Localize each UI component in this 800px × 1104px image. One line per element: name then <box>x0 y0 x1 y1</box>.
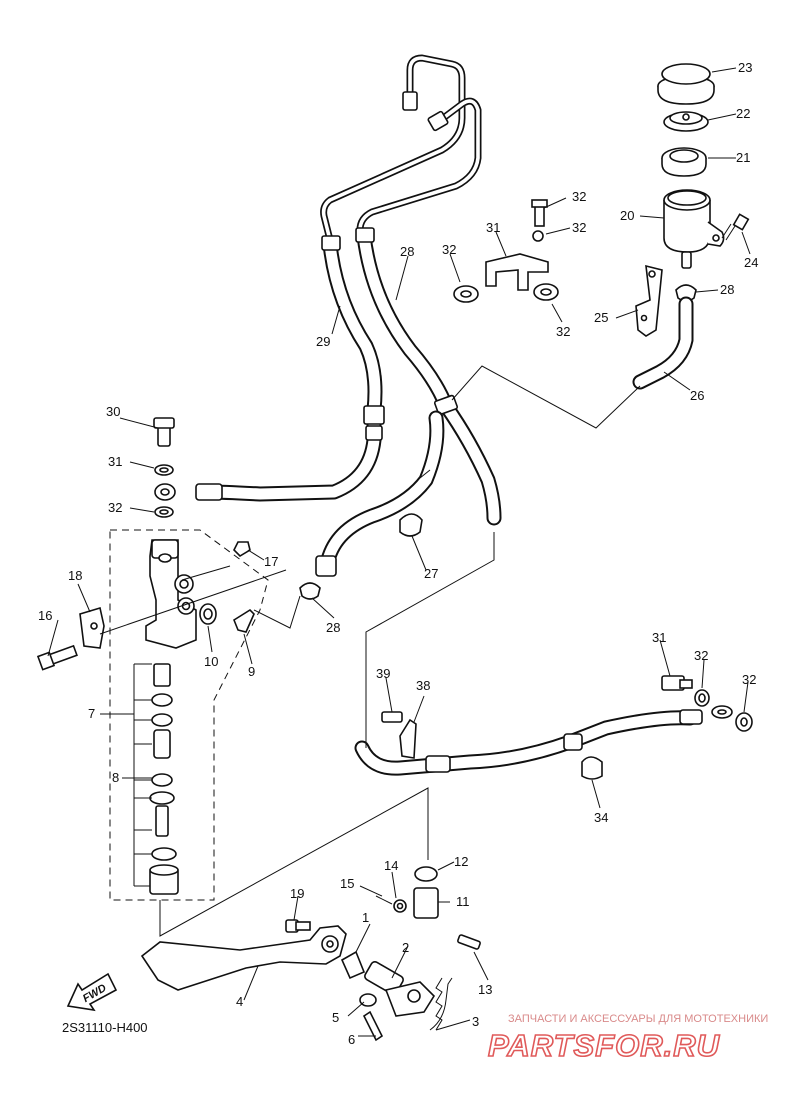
callout-24: 24 <box>744 255 758 270</box>
callout-8: 8 <box>112 770 119 785</box>
callout-31-top: 30 <box>106 404 120 419</box>
piston-kit-outline <box>109 529 269 901</box>
diaphragm-plate-22 <box>663 111 709 132</box>
callout-15: 15 <box>340 876 354 891</box>
kit-bracket-7 <box>106 663 152 887</box>
bolts-31-32-right <box>661 675 753 732</box>
callout-38: 38 <box>416 678 430 693</box>
fitting-9-10-17 <box>199 541 255 633</box>
callout-36: 32 <box>572 189 586 204</box>
bracket-38-bolt-39 <box>381 711 603 780</box>
callout-37-right: 32 <box>556 324 570 339</box>
callout-19: 19 <box>290 886 304 901</box>
reservoir-hose-27 <box>315 410 445 577</box>
callout-28-top: 28 <box>720 282 734 297</box>
callout-32-d: 32 <box>742 672 756 687</box>
clevis-11-pin-12-15 <box>375 866 481 950</box>
bolt-19 <box>285 919 311 933</box>
callout-11: 11 <box>456 894 470 909</box>
reservoir-hose-26 <box>632 296 694 390</box>
brake-hose-30 <box>154 235 385 502</box>
callout-31-right: 31 <box>652 630 666 645</box>
callout-2: 2 <box>402 940 409 955</box>
hose-clamp-28-mid <box>299 582 321 600</box>
pipe-fitting-icon <box>402 91 418 111</box>
bracket-34 <box>485 199 549 291</box>
clamps-37 <box>453 283 559 303</box>
reservoir-cap-23 <box>657 63 715 105</box>
lower-brake-hose <box>354 705 733 776</box>
callout-23: 23 <box>738 60 752 75</box>
callout-12: 12 <box>454 854 468 869</box>
master-cylinder-body <box>145 539 197 649</box>
reservoir-tank-20 <box>663 189 725 269</box>
brake-hose-29 <box>355 227 502 526</box>
callout-32-c: 32 <box>694 648 708 663</box>
brake-pipe-30 <box>356 97 482 234</box>
callout-35: 32 <box>572 220 586 235</box>
watermark-tagline: ЗАПЧАСТИ И АКСЕССУАРЫ ДЛЯ МОТОТЕХНИКИ <box>508 1013 768 1025</box>
callout-9: 9 <box>248 664 255 679</box>
pipe-fitting-icon <box>427 110 449 132</box>
diagram-code: 2S31110-H400 <box>62 1020 148 1035</box>
bolt-24 <box>721 213 750 241</box>
callout-27: 27 <box>424 566 438 581</box>
callout-32-a: 31 <box>108 454 122 469</box>
callout-10: 10 <box>204 654 218 669</box>
pedal-shaft-1-2 <box>340 950 436 1017</box>
callout-4: 4 <box>236 994 243 1009</box>
callout-17: 17 <box>264 554 278 569</box>
callout-25: 25 <box>594 310 608 325</box>
callout-leaders <box>47 67 751 1037</box>
callout-6: 6 <box>348 1032 355 1047</box>
reservoir-bracket-25 <box>635 264 663 337</box>
callout-7: 7 <box>88 706 95 721</box>
callout-29: 28 <box>400 244 414 259</box>
brake-pipe-29 <box>320 54 466 244</box>
bolt-5-6 <box>359 993 384 1042</box>
callout-16: 16 <box>38 608 52 623</box>
fwd-arrow-icon: FWD <box>66 972 118 1012</box>
callout-28-mid: 28 <box>326 620 340 635</box>
callout-18: 18 <box>68 568 82 583</box>
callout-26: 26 <box>690 388 704 403</box>
callout-33: 34 <box>594 810 608 825</box>
callout-20: 20 <box>620 208 634 223</box>
callout-37-left: 32 <box>442 242 456 257</box>
spring-3 <box>429 977 453 1031</box>
callout-32-b: 32 <box>108 500 122 515</box>
callout-21: 21 <box>736 150 750 165</box>
diaphragm-21 <box>661 147 707 177</box>
callout-39: 39 <box>376 666 390 681</box>
callout-labels: 23 22 21 20 24 28 25 26 32 32 31 32 32 2… <box>38 60 758 1047</box>
callout-5: 5 <box>332 1010 339 1025</box>
callout-13: 13 <box>478 982 492 997</box>
callout-22: 22 <box>736 106 750 121</box>
callout-3: 3 <box>472 1014 479 1029</box>
callout-14: 14 <box>384 858 398 873</box>
bracket-18-bolt-16 <box>36 606 105 671</box>
reference-lines <box>99 365 641 937</box>
piston-kit-7-8 <box>149 663 179 895</box>
watermark-brand: PARTSFOR.RU <box>488 1028 721 1063</box>
brake-pedal-4 <box>140 925 347 991</box>
callout-1: 1 <box>362 910 369 925</box>
callout-34: 31 <box>486 220 500 235</box>
callout-30: 29 <box>316 334 330 349</box>
bolts-31-32-top <box>153 417 175 518</box>
